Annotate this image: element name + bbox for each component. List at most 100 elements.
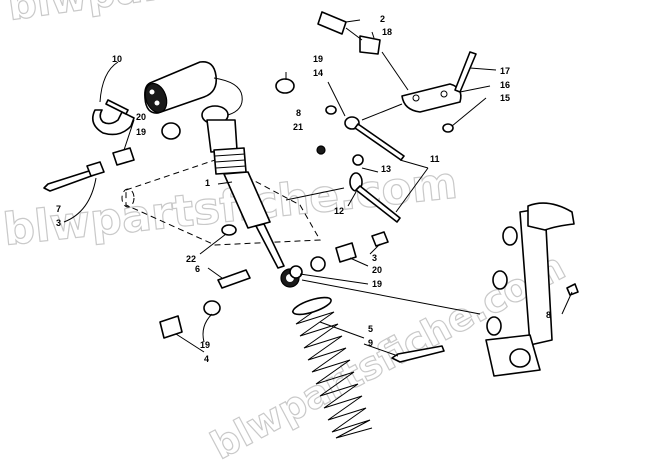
arrow-shock-to-spindle bbox=[301, 279, 481, 315]
reservoir-hose bbox=[213, 77, 243, 116]
reservoir-port bbox=[154, 100, 160, 106]
spindle bbox=[485, 202, 579, 377]
arrow-rod-to-arm bbox=[285, 187, 345, 201]
bushing-4 bbox=[159, 315, 183, 339]
spindle-boss-upper bbox=[502, 226, 518, 246]
shock-upper-body bbox=[206, 119, 238, 153]
shock-shaft bbox=[255, 223, 285, 269]
steering-linkage bbox=[275, 11, 477, 223]
leader-19-4 bbox=[175, 313, 213, 353]
hose-clamp bbox=[92, 109, 135, 136]
callout-7: 7 bbox=[56, 204, 61, 214]
leader-19-lower bbox=[299, 273, 369, 285]
bushing-20-upper bbox=[112, 147, 135, 166]
callout-19: 19 bbox=[200, 340, 210, 350]
washer-19-lower bbox=[203, 300, 221, 316]
callout-6: 6 bbox=[195, 264, 200, 274]
handle-grip bbox=[317, 11, 347, 35]
callout-3: 3 bbox=[372, 253, 377, 263]
spindle-boss-middle bbox=[492, 270, 508, 290]
bushing-20-lower bbox=[335, 242, 357, 263]
reservoir-port bbox=[149, 89, 155, 95]
callout-2: 2 bbox=[380, 14, 385, 24]
callout-4: 4 bbox=[204, 354, 209, 364]
callout-21: 21 bbox=[293, 122, 303, 132]
bolt-7 bbox=[43, 169, 95, 192]
leader-18 bbox=[371, 31, 375, 39]
tie-rod-shaft-lower bbox=[355, 185, 401, 223]
callout-14: 14 bbox=[313, 68, 323, 78]
leader-20-upper bbox=[123, 119, 135, 151]
leader-10 bbox=[99, 61, 119, 103]
bolt-9 bbox=[391, 345, 445, 363]
bushing-3-lower bbox=[371, 231, 389, 247]
callout-8: 8 bbox=[296, 108, 301, 118]
leader-13 bbox=[361, 167, 379, 173]
leader-3-lower bbox=[369, 243, 381, 255]
leader-6 bbox=[207, 267, 223, 279]
spindle-top bbox=[527, 202, 575, 231]
leader-17 bbox=[469, 67, 497, 71]
shock-collar-rings bbox=[214, 153, 247, 169]
nut-15 bbox=[442, 123, 454, 133]
spindle-boss-lower bbox=[486, 316, 502, 336]
leader-16 bbox=[459, 85, 491, 93]
leader-11 bbox=[395, 159, 429, 213]
callout-19: 19 bbox=[372, 279, 382, 289]
callout-5: 5 bbox=[368, 324, 373, 334]
watermark-top: blwpartsfiche.com bbox=[5, 0, 422, 30]
leader-lines bbox=[63, 19, 573, 357]
leader-8-right bbox=[561, 291, 573, 315]
tie-rod-shaft-upper bbox=[354, 123, 405, 161]
steering-arm-hole bbox=[412, 94, 420, 102]
callout-11: 11 bbox=[430, 154, 440, 164]
bushing-22 bbox=[221, 224, 237, 236]
callout-3: 3 bbox=[56, 218, 61, 228]
handle-sleeve bbox=[359, 35, 381, 55]
left-hardware bbox=[43, 122, 445, 363]
handle-shaft bbox=[345, 27, 363, 41]
nut-21 bbox=[316, 145, 326, 155]
spring-coils bbox=[291, 299, 373, 439]
spindle-ball-end bbox=[509, 348, 531, 368]
jam-nut bbox=[352, 154, 364, 166]
washer-20-lower bbox=[310, 256, 326, 272]
bushing-3-upper bbox=[86, 161, 105, 177]
arrow-arm-to-rod bbox=[361, 103, 403, 121]
leader-7-3 bbox=[63, 177, 97, 223]
callout-19: 19 bbox=[136, 127, 146, 137]
callout-13: 13 bbox=[381, 164, 391, 174]
callout-16: 16 bbox=[500, 80, 510, 90]
washer-19-left bbox=[161, 122, 181, 140]
callout-17: 17 bbox=[500, 66, 510, 76]
washer-8-upper bbox=[325, 105, 337, 115]
leader-14 bbox=[327, 81, 346, 117]
callout-10: 10 bbox=[112, 54, 122, 64]
leader-15 bbox=[451, 97, 487, 127]
spacer-6 bbox=[217, 269, 251, 289]
callout-9: 9 bbox=[368, 338, 373, 348]
callout-8: 8 bbox=[546, 310, 551, 320]
callout-22: 22 bbox=[186, 254, 196, 264]
shock-main-body bbox=[223, 171, 271, 229]
callout-20: 20 bbox=[136, 112, 146, 122]
clamp-screw bbox=[105, 99, 129, 115]
coil-spring bbox=[291, 296, 373, 439]
a-arm-bushing-dashed bbox=[121, 188, 135, 208]
spring-top-seat bbox=[292, 296, 332, 316]
callout-19: 19 bbox=[313, 54, 323, 64]
washer-19-right bbox=[289, 265, 303, 279]
leader-22 bbox=[199, 233, 227, 255]
leader-5-9 bbox=[319, 321, 399, 357]
spindle-bolt bbox=[566, 283, 579, 296]
callout-1: 1 bbox=[205, 178, 210, 188]
watermark-group: blwpartsfiche.com blwpartsfiche.com blwp… bbox=[0, 0, 572, 469]
washer-19-upper bbox=[275, 78, 295, 94]
steering-arm bbox=[401, 83, 462, 113]
arrow-handle-to-arm bbox=[381, 51, 409, 91]
leader-20-lower bbox=[349, 257, 369, 267]
callout-15: 15 bbox=[500, 93, 510, 103]
reservoir-assembly bbox=[92, 60, 243, 136]
